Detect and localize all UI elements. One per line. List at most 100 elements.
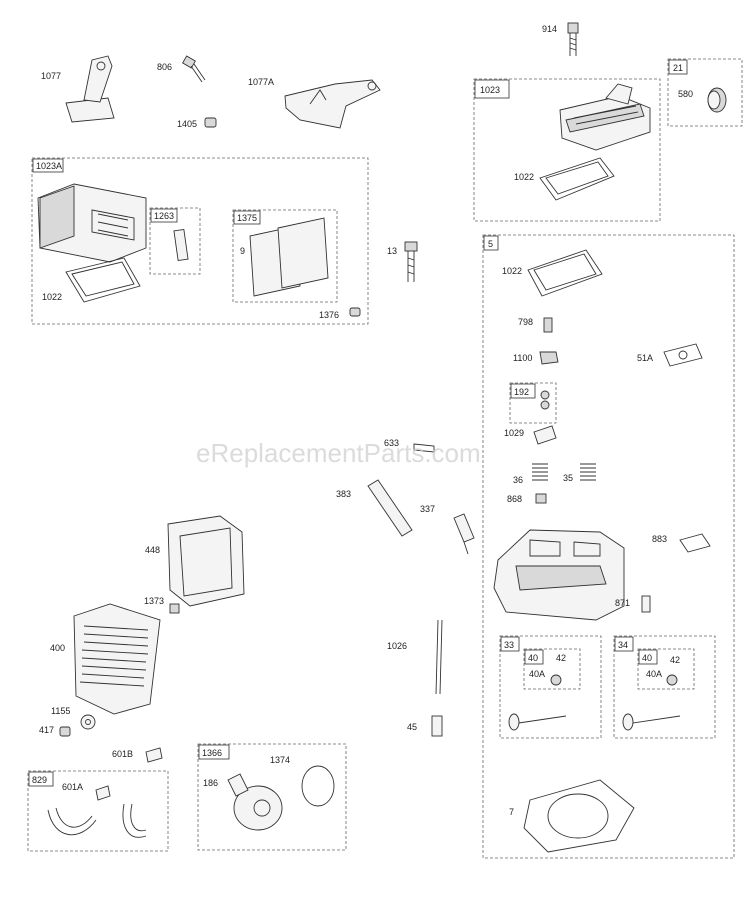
part-45-lifter xyxy=(431,715,443,737)
label-383: 383 xyxy=(336,489,351,499)
part-400-oil-cooler xyxy=(73,603,161,715)
box-label-1023A: 1023A xyxy=(36,161,62,171)
part-1366-adapter xyxy=(227,773,283,831)
part-829-hoses xyxy=(47,803,147,838)
box-label-5: 5 xyxy=(488,239,493,249)
part-valve-right xyxy=(622,674,681,731)
label-337: 337 xyxy=(420,504,435,514)
label-883: 883 xyxy=(652,534,667,544)
part-1023-cover xyxy=(559,83,651,151)
label-13: 13 xyxy=(387,246,397,256)
part-871-pin xyxy=(641,595,651,613)
label-798: 798 xyxy=(518,317,533,327)
part-798-stud xyxy=(543,317,553,333)
part-601b-clamp xyxy=(145,747,163,763)
part-1026-push-rod xyxy=(435,619,443,695)
box-1263 xyxy=(149,207,201,275)
part-1077a-bracket xyxy=(284,79,381,129)
box-1375 xyxy=(232,209,338,303)
box-21 xyxy=(667,58,743,127)
box-192 xyxy=(509,382,557,424)
label-1100: 1100 xyxy=(513,353,532,363)
box-label-829: 829 xyxy=(32,775,47,785)
label-1029: 1029 xyxy=(504,428,524,438)
part-1405-nut xyxy=(204,117,217,128)
label-1022-box5: 1022 xyxy=(502,266,522,276)
label-1376: 1376 xyxy=(319,310,339,320)
label-1374: 1374 xyxy=(270,755,290,765)
label-186: 186 xyxy=(203,778,218,788)
part-1375-plates xyxy=(249,217,329,297)
label-871: 871 xyxy=(615,598,630,608)
box-label-192: 192 xyxy=(514,387,529,397)
label-914: 914 xyxy=(542,24,557,34)
part-1022-gasket-left xyxy=(65,257,141,303)
box-1023 xyxy=(473,78,661,222)
label-1022-top: 1022 xyxy=(514,172,534,182)
box-tags: 1023A 1263 1375 1023 21 5 192 33 40 34 4… xyxy=(28,59,688,787)
part-417-nut xyxy=(59,726,71,737)
part-448-shroud xyxy=(167,515,245,607)
part-883-gasket xyxy=(679,533,711,553)
part-580-seal xyxy=(707,87,727,113)
part-labels: 914 1077 806 1077A 1405 580 1022 9 1022 … xyxy=(39,24,693,817)
part-337-spark-plug xyxy=(453,513,475,555)
part-1155-washer xyxy=(80,714,96,730)
label-1155: 1155 xyxy=(51,706,70,716)
part-1376-plug xyxy=(349,307,361,317)
part-1263-decal xyxy=(173,228,189,262)
label-1077: 1077 xyxy=(41,71,61,81)
part-1022-gasket-top xyxy=(539,157,615,201)
part-1100-nut xyxy=(539,351,559,365)
part-1374-o-ring xyxy=(301,765,335,807)
part-601a-clamp xyxy=(95,785,111,801)
label-868: 868 xyxy=(507,494,522,504)
box-40-right xyxy=(637,648,695,690)
label-9: 9 xyxy=(240,246,245,256)
label-40A-left: 40A xyxy=(529,669,545,679)
box-40-left xyxy=(523,648,581,690)
group-boxes xyxy=(27,58,743,859)
box-5 xyxy=(482,234,735,859)
part-1373-screw xyxy=(169,603,180,614)
label-7: 7 xyxy=(509,807,514,817)
box-1366 xyxy=(197,743,347,851)
label-40A-right: 40A xyxy=(646,669,662,679)
label-633: 633 xyxy=(384,438,399,448)
box-34 xyxy=(613,635,716,739)
part-35-spring xyxy=(580,463,596,481)
label-45: 45 xyxy=(407,722,417,732)
box-label-40-right: 40 xyxy=(642,653,652,663)
box-label-33: 33 xyxy=(504,640,514,650)
label-806: 806 xyxy=(157,62,172,72)
label-580: 580 xyxy=(678,89,693,99)
part-cylinder-head xyxy=(493,529,625,621)
box-label-1366: 1366 xyxy=(202,748,222,758)
label-51A: 51A xyxy=(637,353,653,363)
label-601B: 601B xyxy=(112,749,133,759)
label-448: 448 xyxy=(145,545,160,555)
part-806-screw xyxy=(182,55,206,83)
box-label-1023: 1023 xyxy=(480,85,500,95)
box-label-34: 34 xyxy=(618,640,628,650)
box-label-1263: 1263 xyxy=(154,211,174,221)
label-400: 400 xyxy=(50,643,65,653)
part-7-head-gasket xyxy=(523,779,635,853)
box-label-40-left: 40 xyxy=(528,653,538,663)
label-36: 36 xyxy=(513,475,523,485)
part-13-screw xyxy=(404,241,418,282)
label-35: 35 xyxy=(563,473,573,483)
label-601A: 601A xyxy=(62,782,83,792)
box-label-21: 21 xyxy=(673,63,683,73)
part-1022-gasket-5 xyxy=(527,249,603,297)
part-1029-rocker xyxy=(533,425,557,445)
label-1077A: 1077A xyxy=(248,77,274,87)
part-36-spring xyxy=(532,463,548,481)
part-valve-left xyxy=(508,674,567,731)
part-1023a-valve-cover xyxy=(37,183,147,263)
label-1022-left: 1022 xyxy=(42,292,62,302)
label-42-right: 42 xyxy=(670,655,680,665)
part-868 xyxy=(535,493,547,504)
watermark: eReplacementParts.com xyxy=(196,438,481,468)
